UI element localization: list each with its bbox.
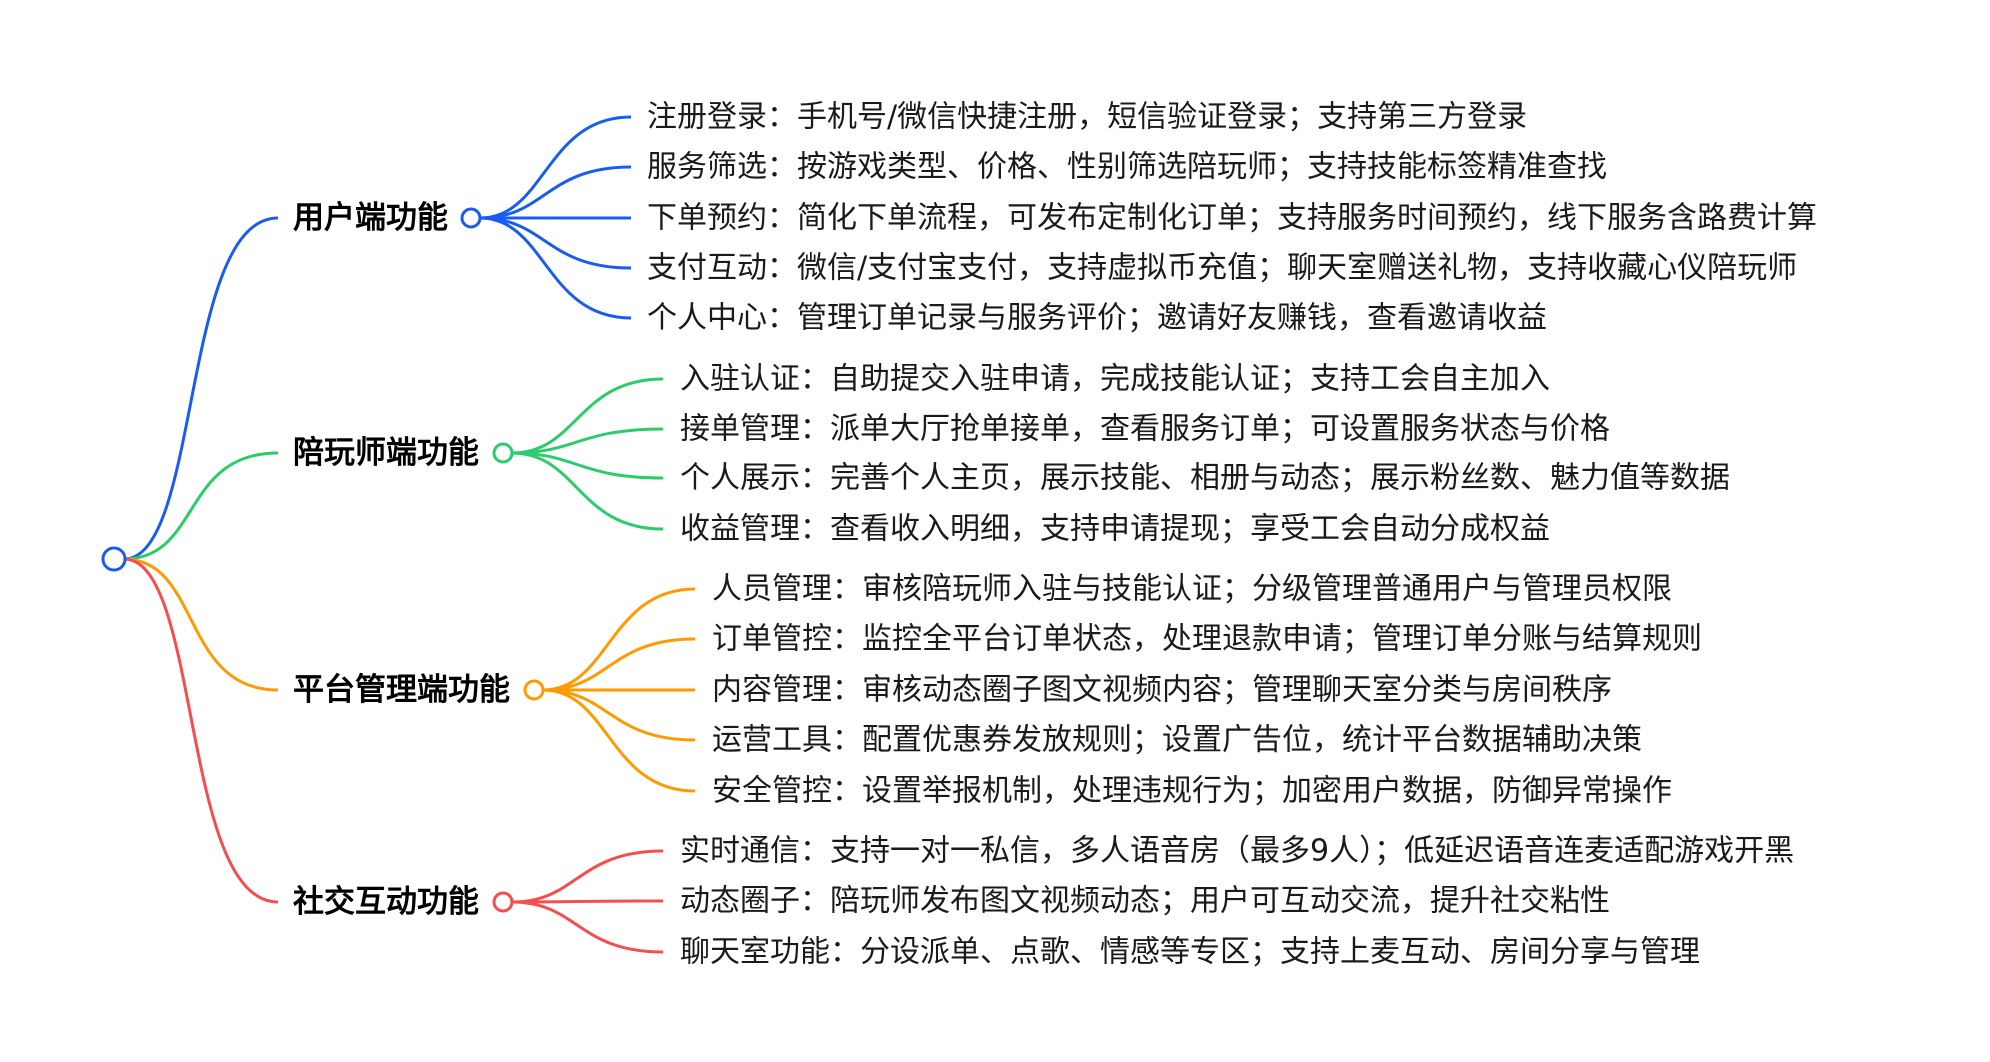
branch-edge: [542, 688, 696, 742]
branch-edge: [542, 688, 696, 793]
leaf-item: 动态圈子：陪玩师发布图文视频动态；用户可互动交流，提升社交粘性: [680, 884, 1610, 919]
leaf-item: 入驻认证：自助提交入驻申请，完成技能认证；支持工会自主加入: [680, 362, 1550, 397]
leaf-item: 内容管理：审核动态圈子图文视频内容；管理聊天室分类与房间秩序: [712, 673, 1612, 708]
branch-edge: [511, 849, 664, 904]
group-node-toggle[interactable]: [460, 207, 482, 229]
leaf-item: 实时通信：支持一对一私信，多人语音房（最多9人）；低延迟语音连麦适配游戏开黑: [680, 834, 1794, 869]
leaf-item: 接单管理：派单大厅抢单接单，查看服务订单；可设置服务状态与价格: [680, 412, 1610, 447]
branch-edge: [479, 216, 632, 270]
branch-edge: [511, 899, 664, 904]
branch-edge: [479, 115, 632, 220]
leaf-item: 安全管控：设置举报机制，处理违规行为；加密用户数据，防御异常操作: [712, 774, 1672, 809]
branch-edge: [479, 216, 632, 320]
branch-edge: [511, 451, 664, 531]
group-label: 用户端功能: [293, 200, 448, 236]
leaf-item: 聊天室功能：分设派单、点歌、情感等专区；支持上麦互动、房间分享与管理: [680, 935, 1700, 970]
leaf-item: 运营工具：配置优惠券发放规则；设置广告位，统计平台数据辅助决策: [712, 723, 1642, 758]
branch-edge: [542, 637, 696, 692]
leaf-item: 注册登录：手机号/微信快捷注册，短信验证登录；支持第三方登录: [647, 100, 1527, 135]
group-node-toggle[interactable]: [492, 891, 514, 913]
branch-edge: [511, 427, 664, 455]
group-label: 陪玩师端功能: [293, 435, 479, 471]
leaf-item: 个人中心：管理订单记录与服务评价；邀请好友赚钱，查看邀请收益: [647, 301, 1547, 336]
branch-edge: [479, 165, 632, 220]
branch-edge: [511, 900, 664, 954]
branch-edge: [542, 587, 696, 692]
leaf-item: 订单管控：监控全平台订单状态，处理退款申请；管理订单分账与结算规则: [712, 622, 1702, 657]
group-label: 平台管理端功能: [293, 672, 510, 708]
group-label: 社交互动功能: [293, 884, 479, 920]
root-edge: [123, 451, 279, 561]
group-node-toggle[interactable]: [523, 679, 545, 701]
leaf-item: 人员管理：审核陪玩师入驻与技能认证；分级管理普通用户与管理员权限: [712, 572, 1672, 607]
edges: [123, 115, 696, 954]
leaf-item: 下单预约：简化下单流程，可发布定制化订单；支持服务时间预约，线下服务含路费计算: [647, 201, 1817, 236]
labels: 用户端功能 注册登录：手机号/微信快捷注册，短信验证登录；支持第三方登录服务筛选：…: [293, 100, 1817, 970]
branch-edge: [511, 377, 664, 455]
leaf-item: 支付互动：微信/支付宝支付，支持虚拟币充值；聊天室赠送礼物，支持收藏心仪陪玩师: [647, 251, 1797, 286]
branch-edge: [511, 451, 664, 480]
root-node[interactable]: [101, 546, 127, 572]
leaf-item: 个人展示：完善个人主页，展示技能、相册与动态；展示粉丝数、魅力值等数据: [680, 461, 1730, 496]
leaf-item: 服务筛选：按游戏类型、价格、性别筛选陪玩师；支持技能标签精准查找: [647, 150, 1607, 185]
root-edge: [123, 557, 279, 692]
root-edge: [123, 216, 279, 561]
leaf-item: 收益管理：查看收入明细，支持申请提现；享受工会自动分成权益: [680, 512, 1550, 547]
group-node-toggle[interactable]: [492, 442, 514, 464]
root-edge: [123, 557, 279, 904]
